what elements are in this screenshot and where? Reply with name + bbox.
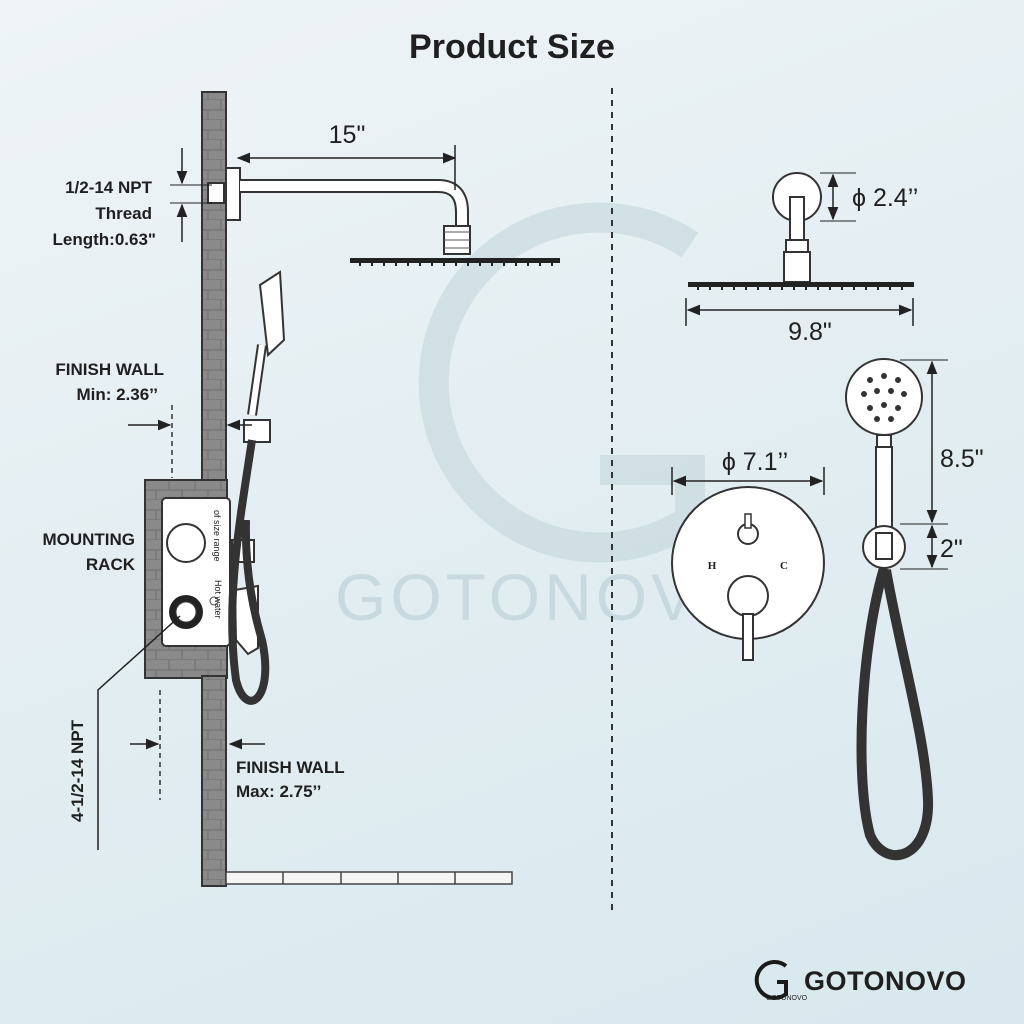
- dim-head-width: 9.8": [685, 298, 914, 346]
- handheld-front: [845, 358, 934, 861]
- mounting-rack-2: RACK: [86, 555, 136, 574]
- hot-mark: H: [708, 560, 717, 572]
- finish-wall-max-2: Max: 2.75’’: [236, 782, 321, 801]
- handheld-length-label: 8.5": [940, 445, 984, 473]
- gotonovo-g-logo-icon: [754, 960, 788, 1000]
- dim-handheld: 8.5" 2": [900, 359, 984, 570]
- shower-head-front: [688, 172, 914, 290]
- holder-height-label: 2": [940, 535, 963, 563]
- dim-flange: ϕ 2.4’’: [820, 172, 918, 222]
- cold-mark: C: [780, 560, 788, 572]
- brand-logo: GOTONOVO GOTONOVO: [754, 960, 967, 1002]
- finish-wall-min-2: Min: 2.36’’: [76, 385, 158, 404]
- thread-label-2: Thread: [95, 204, 152, 223]
- dim-arm-length: 15": [236, 121, 457, 190]
- brand-name: GOTONOVO: [804, 966, 967, 996]
- page-title: Product Size: [409, 28, 615, 66]
- valve-hot-text: Hot water: [213, 580, 223, 619]
- arm-length-label: 15": [329, 121, 366, 149]
- flange-dia-label: ϕ 2.4’’: [852, 184, 918, 212]
- brand-small: GOTONOVO: [766, 995, 808, 1002]
- dim-plate: ϕ 7.1’’: [671, 448, 825, 495]
- finish-wall-max-1: FINISH WALL: [236, 758, 345, 777]
- trim-plate-front: H C: [671, 486, 825, 661]
- thread-label-1: 1/2-14 NPT: [65, 178, 153, 197]
- shower-arm-side: [207, 167, 560, 266]
- thread-label-3: Length:0.63": [53, 230, 156, 249]
- mounting-rack-1: MOUNTING: [42, 530, 135, 549]
- head-width-label: 9.8": [788, 318, 832, 346]
- valve-size-text: of size range: [212, 510, 222, 562]
- finish-wall-min-1: FINISH WALL: [55, 360, 164, 379]
- plate-dia-label: ϕ 7.1’’: [722, 448, 788, 476]
- dim-finish-wall-max: FINISH WALL Max: 2.75’’: [130, 690, 345, 801]
- dim-thread: 1/2-14 NPT Thread Length:0.63": [53, 148, 212, 249]
- npt-inlet-label: 4-1/2-14 NPT: [68, 719, 87, 822]
- npt-leader: 4-1/2-14 NPT: [68, 615, 181, 850]
- handheld-side: [228, 270, 286, 705]
- dim-finish-wall-min: FINISH WALL Min: 2.36’’: [55, 360, 252, 478]
